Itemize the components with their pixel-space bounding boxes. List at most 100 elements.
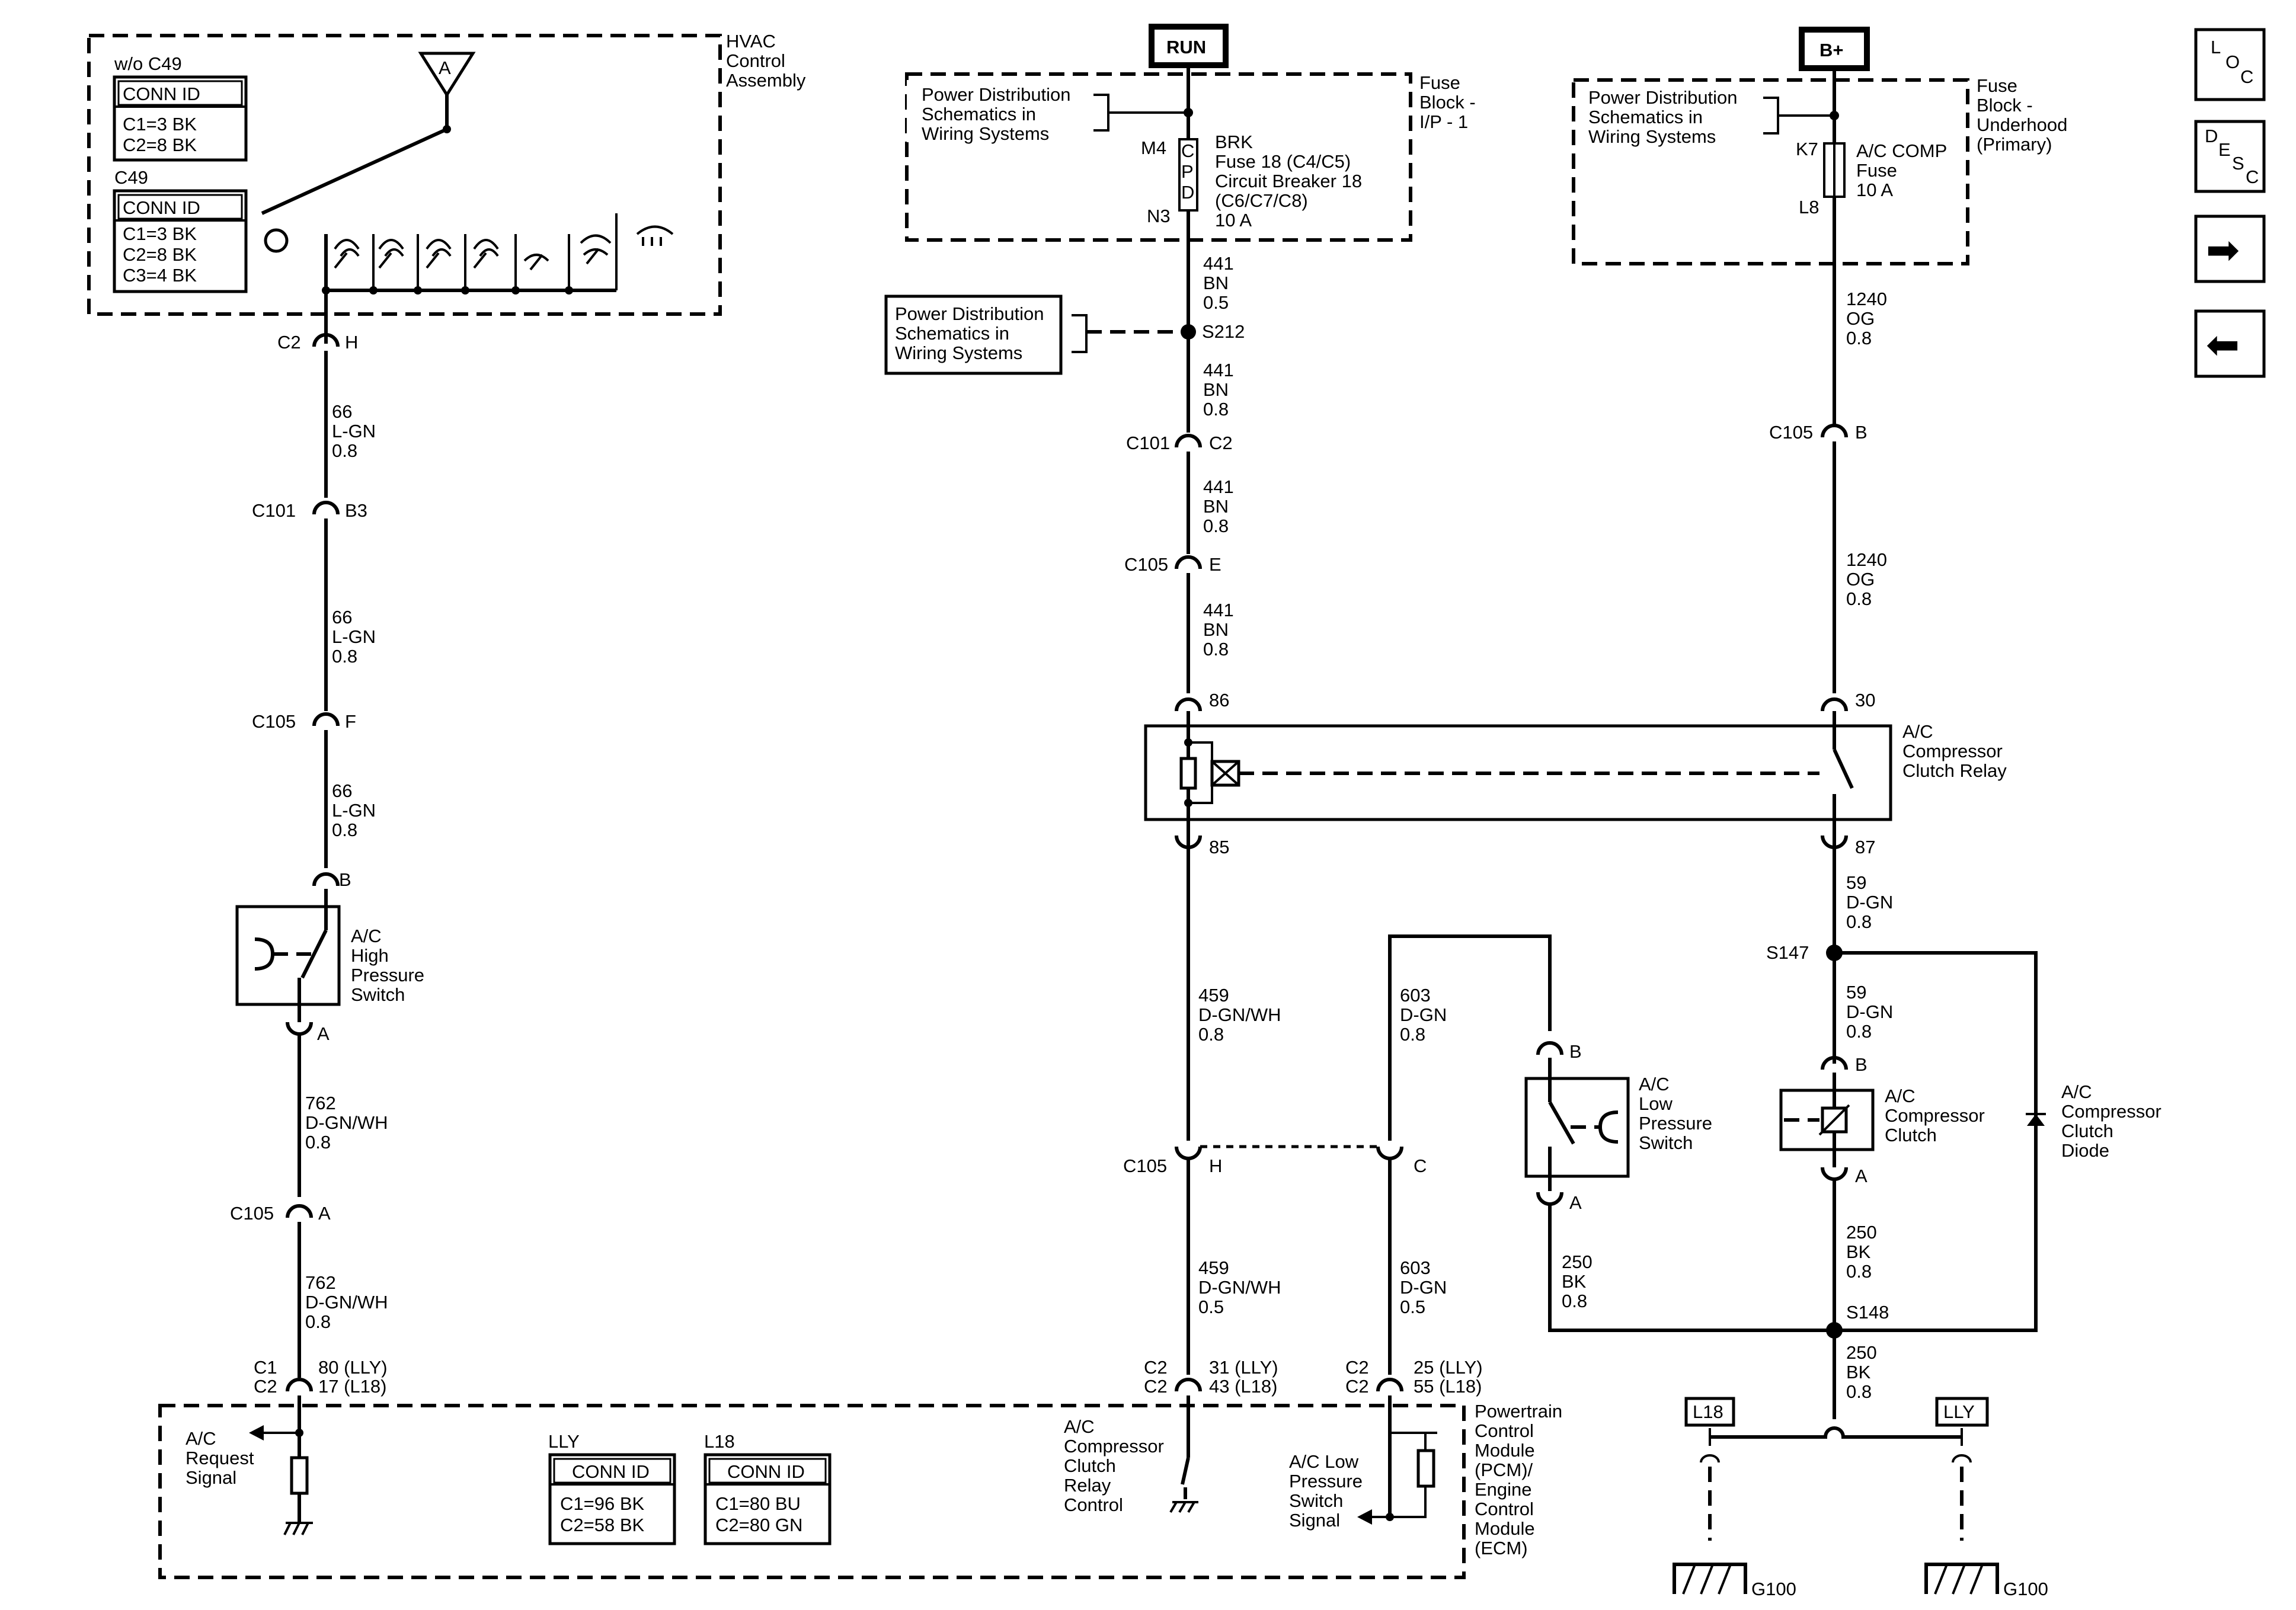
pin-label: B	[1569, 1041, 1582, 1062]
connector-pin: E	[1209, 554, 1221, 575]
hvac-title-1: HVAC	[726, 31, 776, 52]
wire-circuit-number: 66	[332, 401, 352, 422]
connector-pin: 31 (LLY)	[1209, 1357, 1278, 1378]
wire-color: BK	[1562, 1271, 1587, 1292]
fuse-block-underhood-box	[1572, 78, 1969, 265]
l18-conn-row: C2=80 GN	[715, 1515, 802, 1535]
ground-label: G100	[1751, 1579, 1796, 1599]
wire-gauge: 0.8	[1203, 639, 1229, 660]
fuse-text: A/C COMP	[1856, 140, 1947, 161]
fuse-block-label: Block -	[1419, 92, 1476, 113]
wire-circuit-number: 1240	[1846, 549, 1887, 570]
connector-pin: 25 (LLY)	[1414, 1357, 1483, 1378]
pin-label: K7	[1796, 139, 1818, 159]
input-label: Switch	[1289, 1490, 1343, 1511]
lly-label: LLY	[548, 1431, 580, 1452]
ac-comp-fuse: K7 L8 A/C COMP Fuse 10 A	[1796, 139, 1947, 217]
ecm-module: Powertrain Control Module (PCM)/ Engine …	[158, 1395, 1562, 1579]
wire-gauge: 0.8	[1203, 516, 1229, 536]
source-label: B+	[1819, 40, 1844, 60]
c49-conn-row: C1=3 BK	[123, 223, 197, 244]
wire-color: D-GN/WH	[305, 1112, 388, 1133]
fuse-text: 10 A	[1856, 180, 1893, 200]
c101-c2-connector: C101 C2	[1126, 433, 1233, 554]
wo-c49-conn-row: C1=3 BK	[123, 114, 197, 135]
wire-circuit-number: 1240	[1846, 289, 1887, 309]
l18-label: L18	[704, 1431, 735, 1452]
run-source-box: RUN	[1149, 24, 1229, 68]
wire-circuit-number: 250	[1846, 1342, 1877, 1363]
wire-color: D-GN	[1400, 1277, 1447, 1298]
wire-color: L-GN	[332, 421, 376, 441]
next-button[interactable]: ➡	[2194, 215, 2266, 283]
clutch-label: Clutch	[1885, 1125, 1937, 1145]
hvac-title-3: Assembly	[726, 70, 806, 91]
bplus-circuit: B+ Power Distribution Schematics in Wiri…	[1572, 27, 2161, 1599]
connector-pin: B	[1855, 422, 1868, 443]
connector-label: C105	[1123, 1156, 1167, 1176]
lly-conn-row: C2=58 BK	[560, 1515, 645, 1535]
fuse-block-label: (Primary)	[1977, 134, 2052, 155]
desc-button[interactable]: D E S C	[2194, 120, 2266, 193]
connector-label: C101	[1126, 433, 1170, 453]
hvac-control-assembly: HVAC Control Assembly w/o C49 CONN ID C1…	[87, 31, 806, 344]
fuse-text: Circuit Breaker 18	[1215, 171, 1362, 191]
loc-button[interactable]: L O C	[2194, 28, 2266, 101]
wire-circuit-number: 459	[1198, 1257, 1229, 1278]
pd-box-text: Wiring Systems	[895, 343, 1022, 363]
relay-label: Clutch Relay	[1902, 760, 2007, 781]
wire-circuit-number: 459	[1198, 985, 1229, 1006]
wire-color: OG	[1846, 308, 1875, 329]
run-circuit-lower: 85 459 D-GN/WH 0.8 C105 H 459 D-GN/WH 0.…	[1123, 835, 1381, 1397]
wire-circuit-number: 441	[1203, 253, 1234, 274]
switch-label: High	[351, 945, 389, 966]
wire-gauge: 0.8	[1198, 1024, 1224, 1045]
mode-selector-switch	[261, 127, 674, 344]
pd-box-text: Power Distribution	[895, 303, 1044, 324]
relay-control-driver: A/C Compressor Clutch Relay Control	[1064, 1395, 1198, 1515]
wire-gauge: 0.8	[1846, 1021, 1872, 1042]
ac-low-pressure-switch: A/C Low Pressure Switch	[1524, 1058, 1712, 1191]
defog-mode-icon	[580, 234, 612, 265]
connector-label: C1	[254, 1357, 277, 1378]
input-label: A/C Low	[1289, 1451, 1359, 1472]
connector-label: C2	[1144, 1376, 1168, 1397]
wire-gauge: 0.8	[332, 646, 357, 667]
fuse-block-label: Block -	[1977, 95, 2033, 116]
ground-icon	[1924, 1563, 1999, 1595]
input-label: Pressure	[1289, 1471, 1363, 1491]
bilevel-mode-icon	[378, 239, 404, 269]
blend-mode-icon	[523, 254, 549, 271]
prev-button[interactable]: ⬅	[2194, 309, 2266, 378]
arrow-right-icon: ➡	[2206, 228, 2240, 273]
fuse-block-label: Underhood	[1977, 114, 2067, 135]
pin-label: B	[1855, 1054, 1868, 1075]
splice-label: S212	[1202, 321, 1245, 342]
pin-label: A	[317, 1023, 330, 1044]
connector-label: C2	[1144, 1357, 1168, 1378]
c49-conn-row: C2=8 BK	[123, 244, 197, 265]
pd-box-text: Power Distribution	[922, 84, 1071, 105]
wire-color: L-GN	[332, 626, 376, 647]
splice-label: S148	[1846, 1302, 1889, 1323]
wire-circuit-number: 603	[1400, 985, 1431, 1006]
wo-c49-conn-row: C2=8 BK	[123, 135, 197, 155]
wire-circuit-number: 762	[305, 1272, 336, 1293]
wire-color: D-GN	[1400, 1004, 1447, 1025]
wire-circuit-number: 762	[305, 1093, 336, 1113]
connector-label: C101	[252, 500, 296, 521]
arrow-left-icon	[1357, 1509, 1372, 1525]
pd-box-text: Wiring Systems	[922, 123, 1049, 144]
wire-circuit-number: 441	[1203, 476, 1234, 497]
arrow-left-icon	[249, 1425, 264, 1441]
wire-color: BN	[1203, 273, 1229, 293]
lly-conn-row: C1=96 BK	[560, 1493, 645, 1514]
ac-request-input: A/C Request Signal	[186, 1395, 313, 1535]
ecm-title: Control	[1475, 1499, 1534, 1519]
circuit-breaker-cpd: C P D M4 N3 BRK Fuse 18 (C4/C5) Circuit …	[1141, 113, 1362, 279]
fuse-text: (C6/C7/C8)	[1215, 190, 1308, 211]
pd-box-text: Schematics in	[922, 104, 1036, 124]
lly-conn-table: CONN ID C1=96 BK C2=58 BK	[548, 1453, 676, 1545]
diode-label: A/C	[2061, 1081, 2092, 1102]
